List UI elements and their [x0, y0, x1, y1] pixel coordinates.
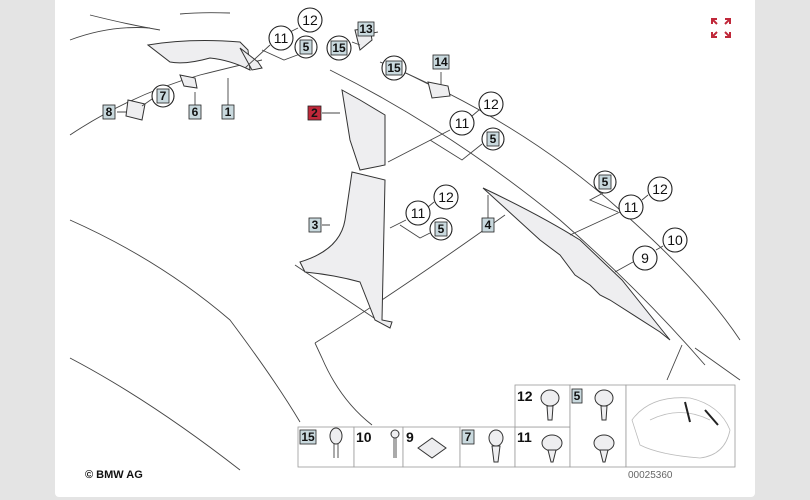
- legend-item-11[interactable]: 11: [517, 429, 563, 463]
- svg-text:11: 11: [517, 429, 532, 445]
- svg-text:5: 5: [490, 132, 497, 146]
- svg-text:11: 11: [274, 30, 289, 46]
- fastener-legend: 15 10 9 7 11 12 5: [297, 384, 736, 468]
- svg-text:15: 15: [332, 41, 346, 55]
- svg-text:5: 5: [574, 389, 581, 403]
- svg-text:9: 9: [406, 429, 414, 445]
- svg-text:13: 13: [359, 22, 373, 36]
- callout-12-d[interactable]: 12: [647, 176, 673, 202]
- callout-15-a[interactable]: 15: [326, 35, 352, 61]
- svg-text:8: 8: [106, 105, 113, 119]
- svg-text:6: 6: [192, 105, 199, 119]
- svg-text:5: 5: [438, 222, 445, 236]
- callout-10[interactable]: 10: [662, 227, 688, 253]
- svg-text:11: 11: [624, 199, 639, 215]
- svg-text:12: 12: [483, 96, 499, 112]
- svg-text:1: 1: [225, 105, 232, 119]
- svg-text:12: 12: [438, 189, 454, 205]
- callout-13[interactable]: 13: [357, 21, 375, 37]
- svg-text:12: 12: [517, 388, 533, 404]
- callout-11-d[interactable]: 11: [618, 194, 644, 220]
- svg-text:9: 9: [641, 250, 649, 266]
- callout-9[interactable]: 9: [632, 245, 658, 271]
- legend-item-5[interactable]: 5: [571, 388, 615, 463]
- legend-item-12[interactable]: 12: [517, 388, 560, 421]
- callout-7[interactable]: 7: [151, 84, 175, 108]
- svg-text:3: 3: [312, 218, 319, 232]
- car-location-thumbnail: [631, 397, 731, 459]
- svg-text:12: 12: [302, 12, 318, 28]
- svg-text:4: 4: [485, 218, 492, 232]
- diagram-card: 12 11 5 15 13 15 14 8 7 6 1 2 12 11 5 12…: [55, 0, 755, 497]
- callout-5-top[interactable]: 5: [294, 35, 318, 59]
- legend-item-7[interactable]: 7: [461, 429, 504, 463]
- svg-text:7: 7: [160, 89, 167, 103]
- parts-diagram: 12 11 5 15 13 15 14 8 7 6 1 2 12 11 5 12…: [69, 7, 741, 481]
- callout-8[interactable]: 8: [102, 104, 116, 120]
- callout-15-b[interactable]: 15: [381, 55, 407, 81]
- callout-5-c[interactable]: 5: [429, 217, 453, 241]
- callout-6[interactable]: 6: [188, 104, 202, 120]
- svg-text:12: 12: [652, 181, 668, 197]
- callout-1[interactable]: 1: [221, 104, 235, 120]
- callout-12-top[interactable]: 12: [297, 7, 323, 33]
- callout-5-d[interactable]: 5: [593, 170, 617, 194]
- copyright-text: © BMW AG: [85, 469, 143, 481]
- callout-12-b[interactable]: 12: [478, 91, 504, 117]
- legend-item-10[interactable]: 10: [356, 429, 400, 458]
- callout-12-c[interactable]: 12: [433, 184, 459, 210]
- expand-icon[interactable]: [708, 15, 734, 41]
- svg-text:11: 11: [411, 205, 426, 221]
- svg-text:7: 7: [465, 430, 472, 444]
- svg-text:14: 14: [434, 55, 448, 69]
- svg-text:11: 11: [455, 115, 470, 131]
- image-number: 00025360: [628, 470, 673, 481]
- legend-item-15[interactable]: 15: [299, 427, 343, 458]
- svg-text:5: 5: [303, 40, 310, 54]
- callout-11-top[interactable]: 11: [268, 25, 294, 51]
- svg-text:10: 10: [667, 232, 683, 248]
- callout-4[interactable]: 4: [481, 217, 495, 233]
- callout-2-highlighted[interactable]: 2: [307, 105, 322, 121]
- callout-5-b[interactable]: 5: [481, 127, 505, 151]
- callout-14[interactable]: 14: [432, 54, 450, 70]
- svg-text:15: 15: [301, 430, 315, 444]
- car-body-outline: [69, 12, 741, 471]
- callout-11-c[interactable]: 11: [405, 200, 431, 226]
- svg-text:5: 5: [602, 175, 609, 189]
- svg-text:2: 2: [311, 106, 318, 120]
- legend-item-9[interactable]: 9: [406, 429, 447, 459]
- svg-text:10: 10: [356, 429, 372, 445]
- callout-11-b[interactable]: 11: [449, 110, 475, 136]
- svg-text:15: 15: [387, 61, 401, 75]
- callout-3[interactable]: 3: [308, 217, 322, 233]
